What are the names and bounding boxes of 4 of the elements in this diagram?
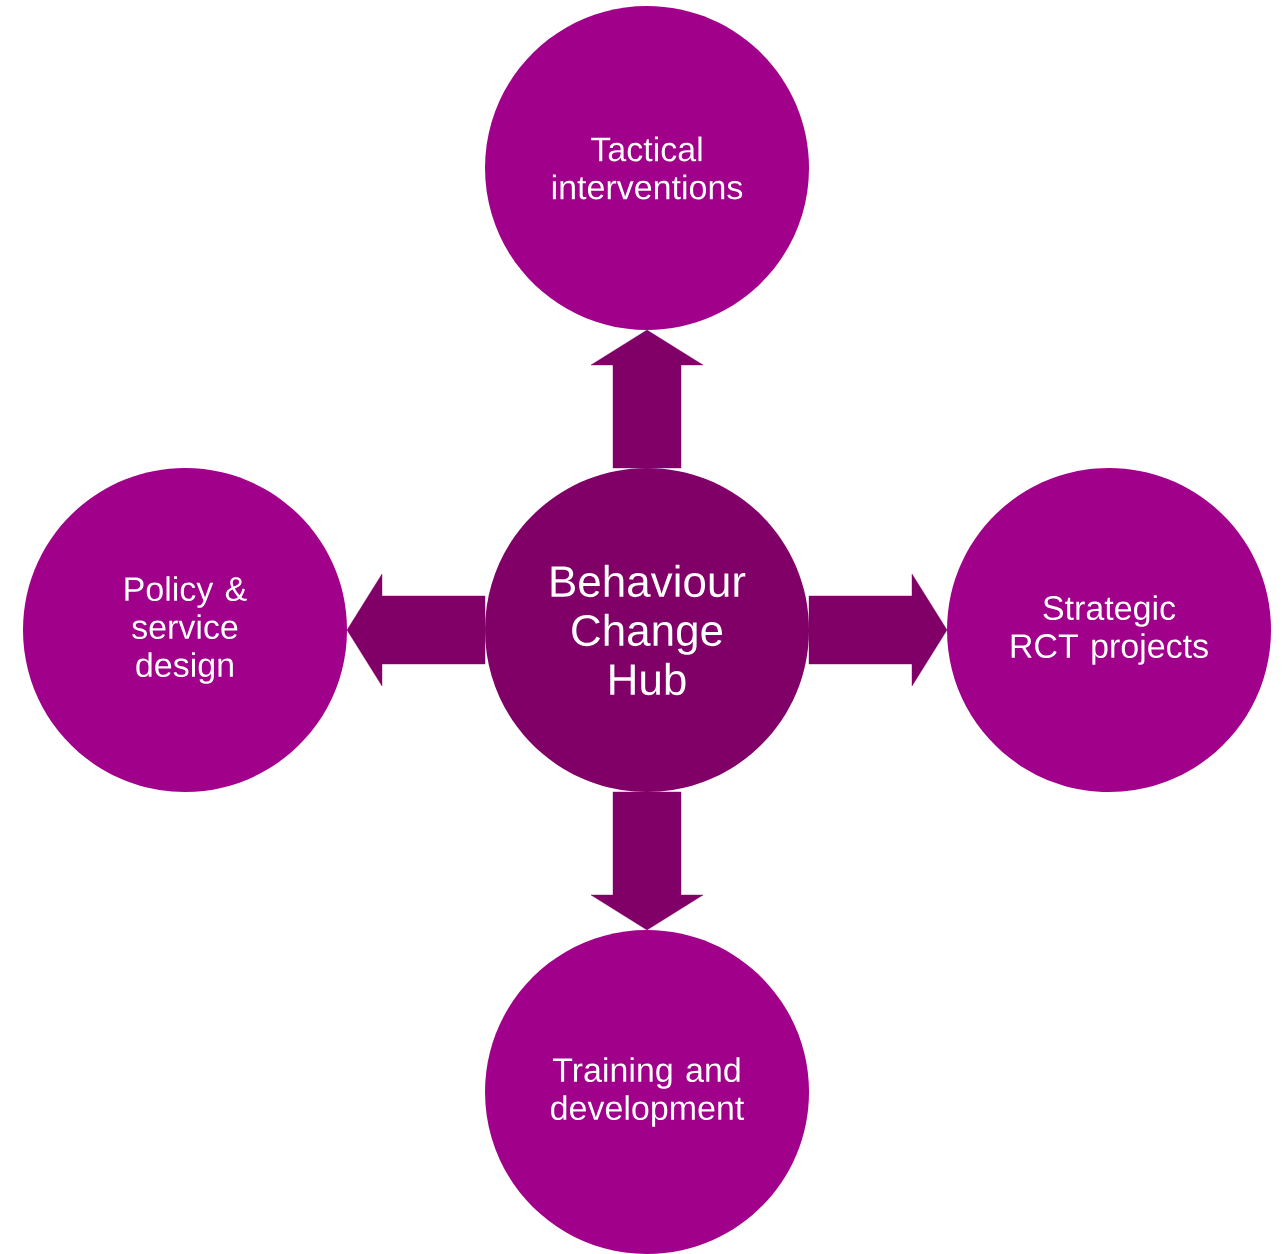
block-arrow xyxy=(590,791,704,931)
block-arrow xyxy=(590,329,704,469)
block-arrow xyxy=(808,573,948,687)
block-arrow xyxy=(346,573,486,687)
